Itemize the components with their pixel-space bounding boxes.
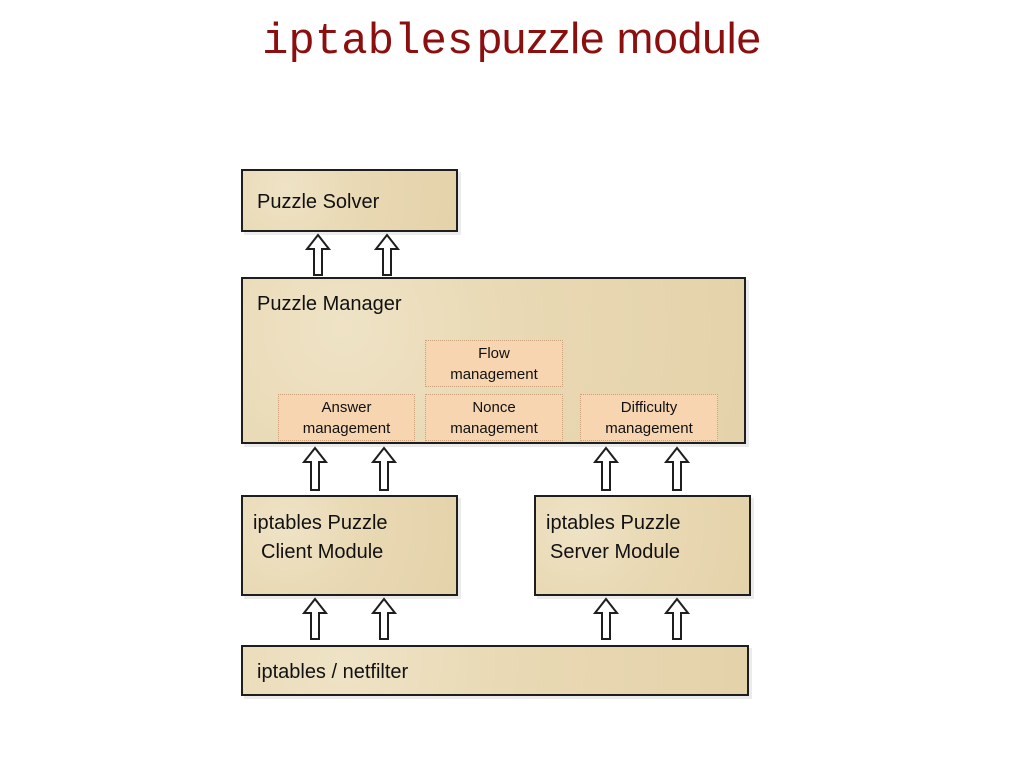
nonce-management-line2: management <box>450 419 538 437</box>
title-mono: iptables <box>262 17 474 67</box>
difficulty-management-line2: management <box>605 419 693 437</box>
up-arrow-icon <box>370 446 398 491</box>
flow-management-box: Flow management <box>425 340 563 387</box>
answer-management-box: Answer management <box>278 394 415 441</box>
server-module-box: iptables Puzzle Server Module <box>534 495 751 596</box>
difficulty-management-line1: Difficulty <box>620 398 678 416</box>
client-module-box: iptables Puzzle Client Module <box>241 495 458 596</box>
puzzle-solver-label: Puzzle Solver <box>257 191 380 213</box>
up-arrow-icon <box>304 233 332 276</box>
client-module-line2: Client Module <box>261 541 384 563</box>
flow-management-line1: Flow <box>478 344 510 362</box>
netfilter-label: iptables / netfilter <box>257 661 409 683</box>
flow-management-line2: management <box>450 365 538 383</box>
answer-management-line1: Answer <box>321 398 372 416</box>
title-rest: puzzle module <box>477 14 761 63</box>
puzzle-solver-box: Puzzle Solver <box>241 169 458 232</box>
up-arrow-icon <box>592 446 620 491</box>
difficulty-management-box: Difficulty management <box>580 394 718 441</box>
server-module-line2: Server Module <box>550 541 681 563</box>
up-arrow-icon <box>373 233 401 276</box>
up-arrow-icon <box>301 597 329 640</box>
page-title: iptables puzzle module <box>0 14 1023 67</box>
up-arrow-icon <box>592 597 620 640</box>
netfilter-box: iptables / netfilter <box>241 645 749 696</box>
up-arrow-icon <box>301 446 329 491</box>
up-arrow-icon <box>663 446 691 491</box>
answer-management-line2: management <box>302 419 391 437</box>
up-arrow-icon <box>663 597 691 640</box>
puzzle-manager-label: Puzzle Manager <box>257 293 402 315</box>
server-module-line1: iptables Puzzle <box>546 512 681 534</box>
nonce-management-box: Nonce management <box>425 394 563 441</box>
up-arrow-icon <box>370 597 398 640</box>
client-module-line1: iptables Puzzle <box>253 512 388 534</box>
nonce-management-line1: Nonce <box>472 398 516 416</box>
